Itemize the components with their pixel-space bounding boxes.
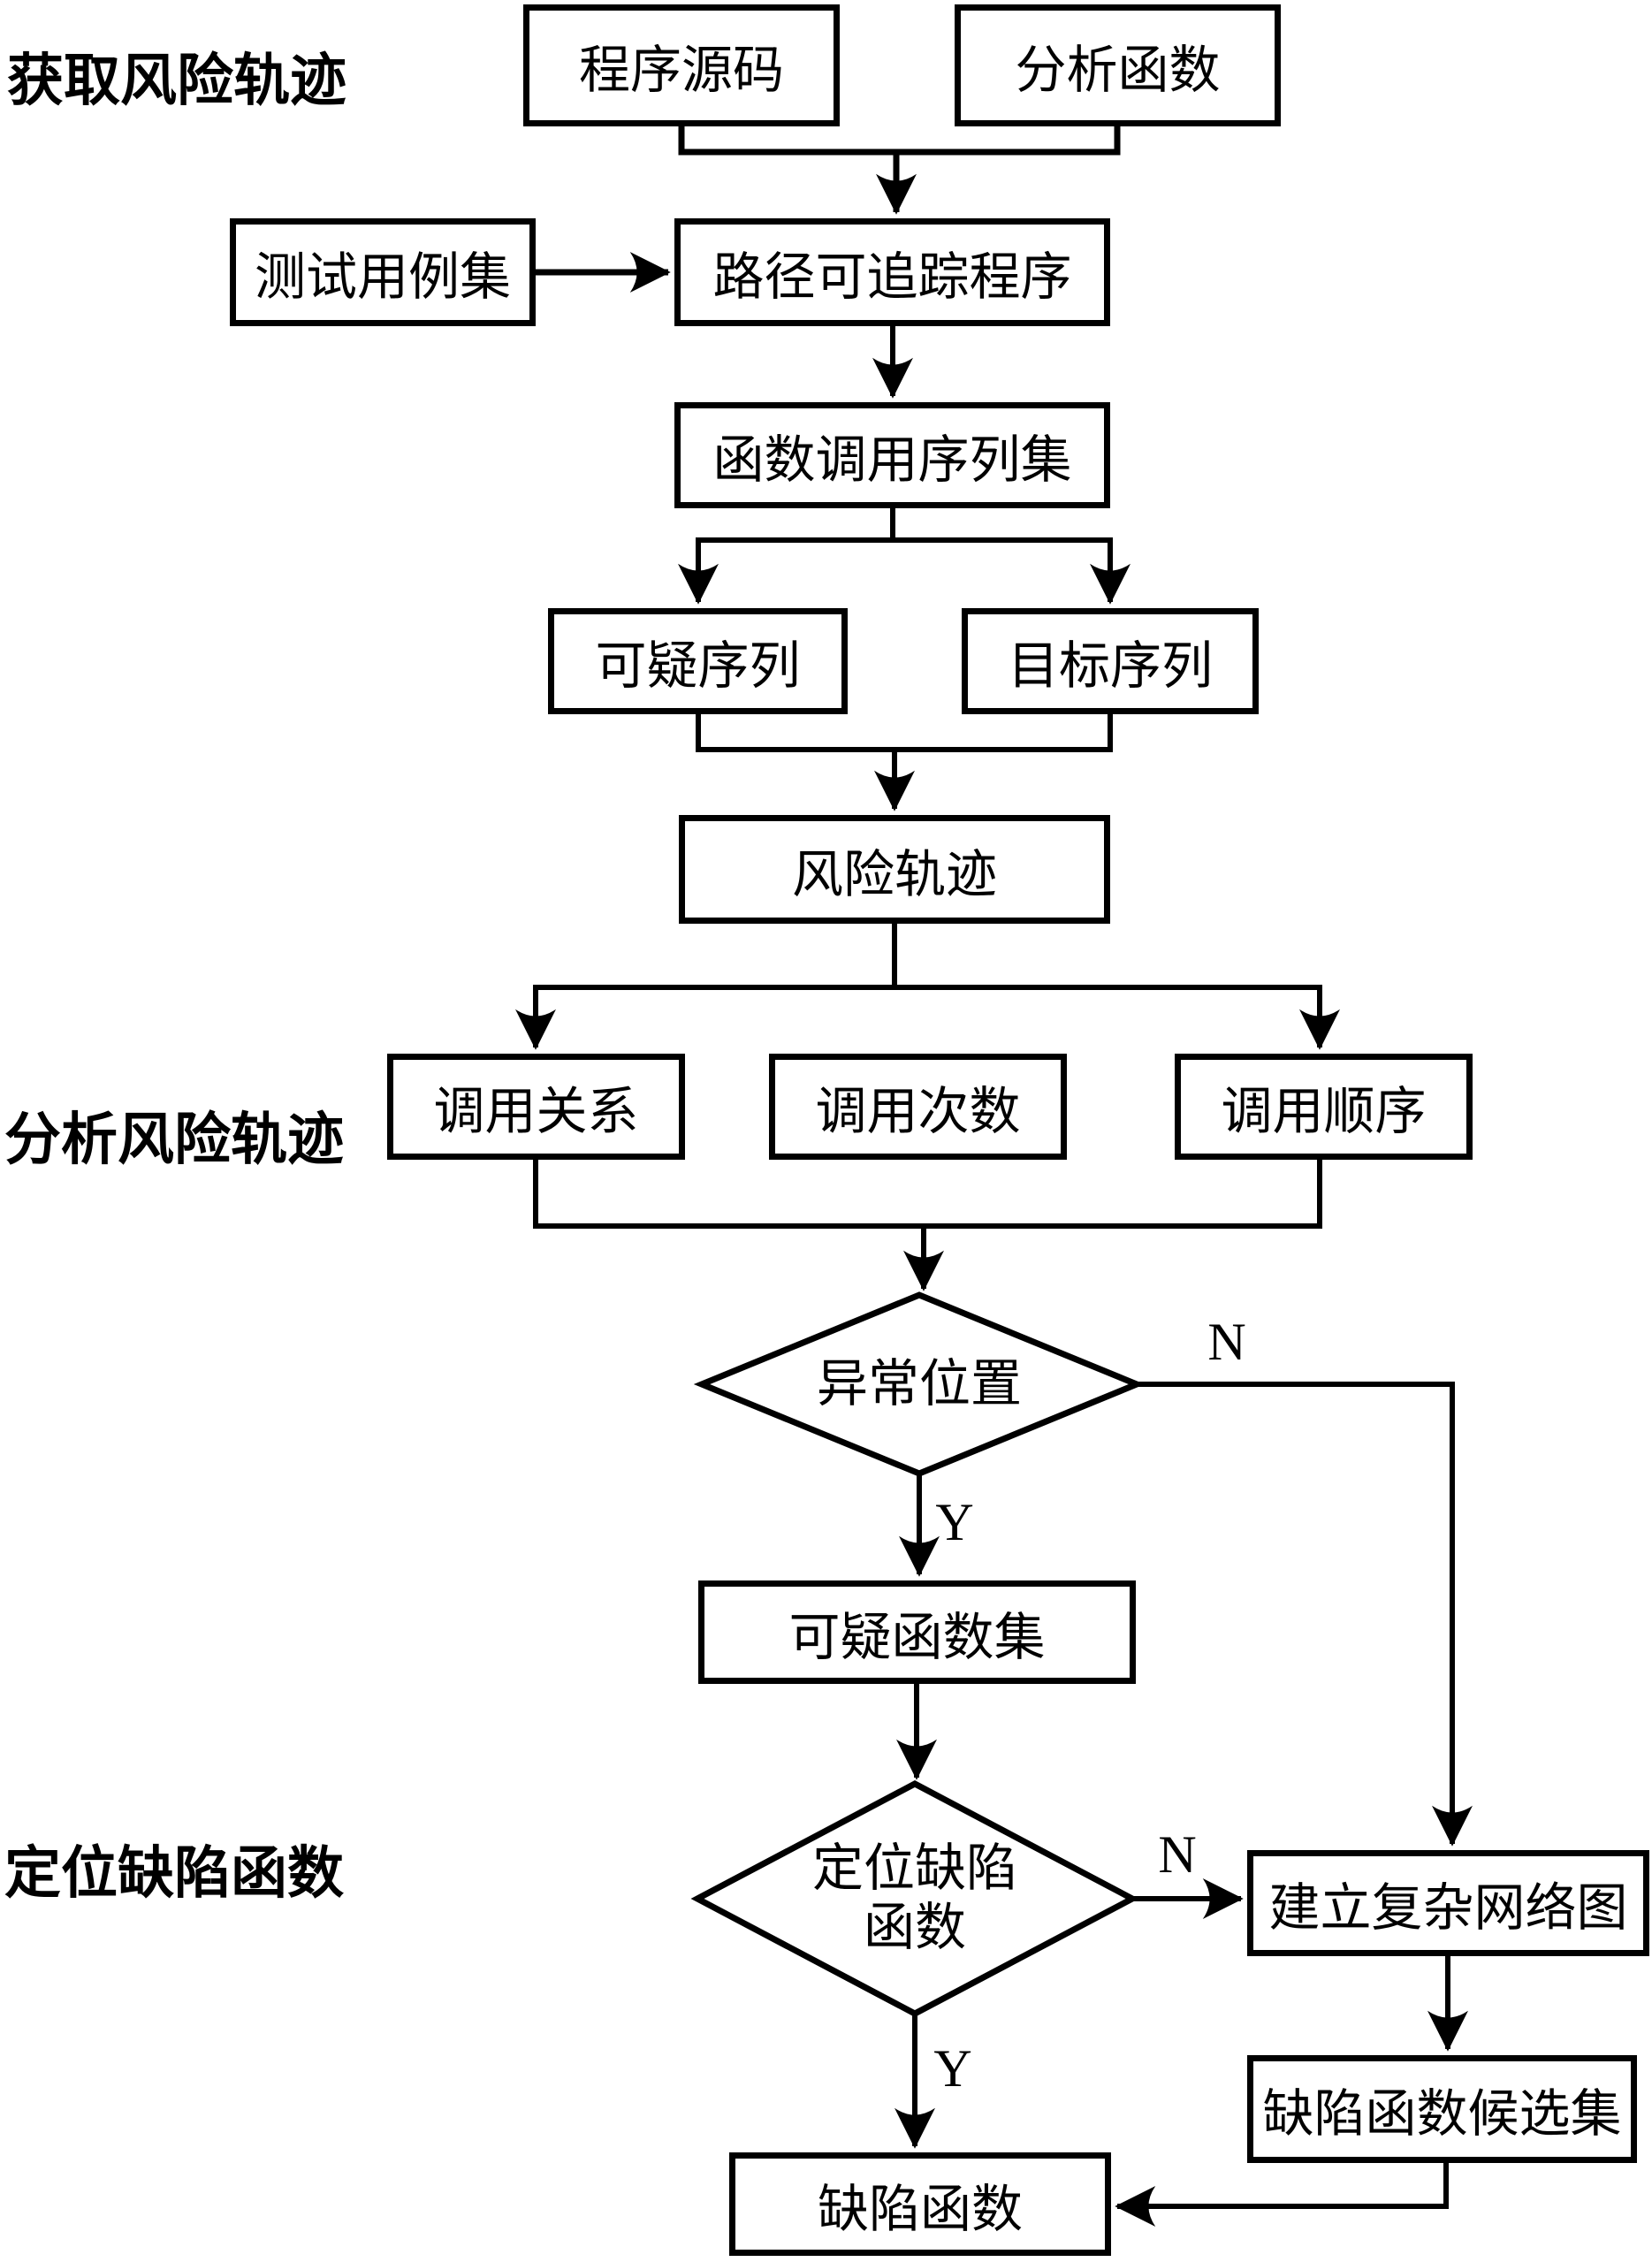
- node-call-sequence-set: 函数调用序列集: [674, 402, 1110, 508]
- edge-sequences-risktrace: [696, 714, 1113, 811]
- node-call-order: 调用顺序: [1175, 1054, 1473, 1160]
- section-label-analyze: 分析风险轨迹: [4, 1108, 344, 1171]
- node-analysis-function: 分析函数: [955, 4, 1281, 126]
- node-defect-function: 缺陷函数: [729, 2152, 1111, 2256]
- node-program-source: 程序源码: [523, 4, 840, 126]
- edge-label-locate-no: N: [1158, 1824, 1197, 1884]
- edge-risktrace-branch3: [515, 924, 1340, 1050]
- edge-callseq-branch: [678, 508, 1131, 605]
- node-target-sequence: 目标序列: [962, 608, 1259, 714]
- node-risk-trace: 风险轨迹: [679, 815, 1110, 924]
- decision-anomaly-shape: [693, 1291, 1146, 1477]
- node-path-traceable-program: 路径可追踪程序: [674, 218, 1110, 326]
- node-call-relation: 调用关系: [387, 1054, 685, 1160]
- edge-anomaly-no: [1137, 1382, 1473, 1847]
- node-build-complex-network: 建立复杂网络图: [1247, 1850, 1649, 1956]
- edge-label-locate-yes: Y: [933, 2038, 972, 2098]
- node-call-count: 调用次数: [769, 1054, 1067, 1160]
- decision-locate-shape: [690, 1780, 1139, 2017]
- edge-source-join: [678, 126, 1121, 215]
- edge-candidates-defect: [1115, 2163, 1449, 2227]
- section-label-acquire: 获取风险轨迹: [7, 50, 346, 112]
- edge-label-anomaly-no: N: [1207, 1312, 1246, 1371]
- node-suspicious-sequence: 可疑序列: [548, 608, 848, 714]
- edge-analysis-merge: [533, 1160, 1322, 1291]
- section-label-locate: 定位缺陷函数: [4, 1842, 344, 1905]
- node-defect-candidate-set: 缺陷函数候选集: [1247, 2055, 1637, 2163]
- edge-label-anomaly-yes: Y: [935, 1492, 974, 1551]
- node-suspicious-function-set: 可疑函数集: [698, 1580, 1136, 1684]
- node-test-case-set: 测试用例集: [230, 218, 536, 326]
